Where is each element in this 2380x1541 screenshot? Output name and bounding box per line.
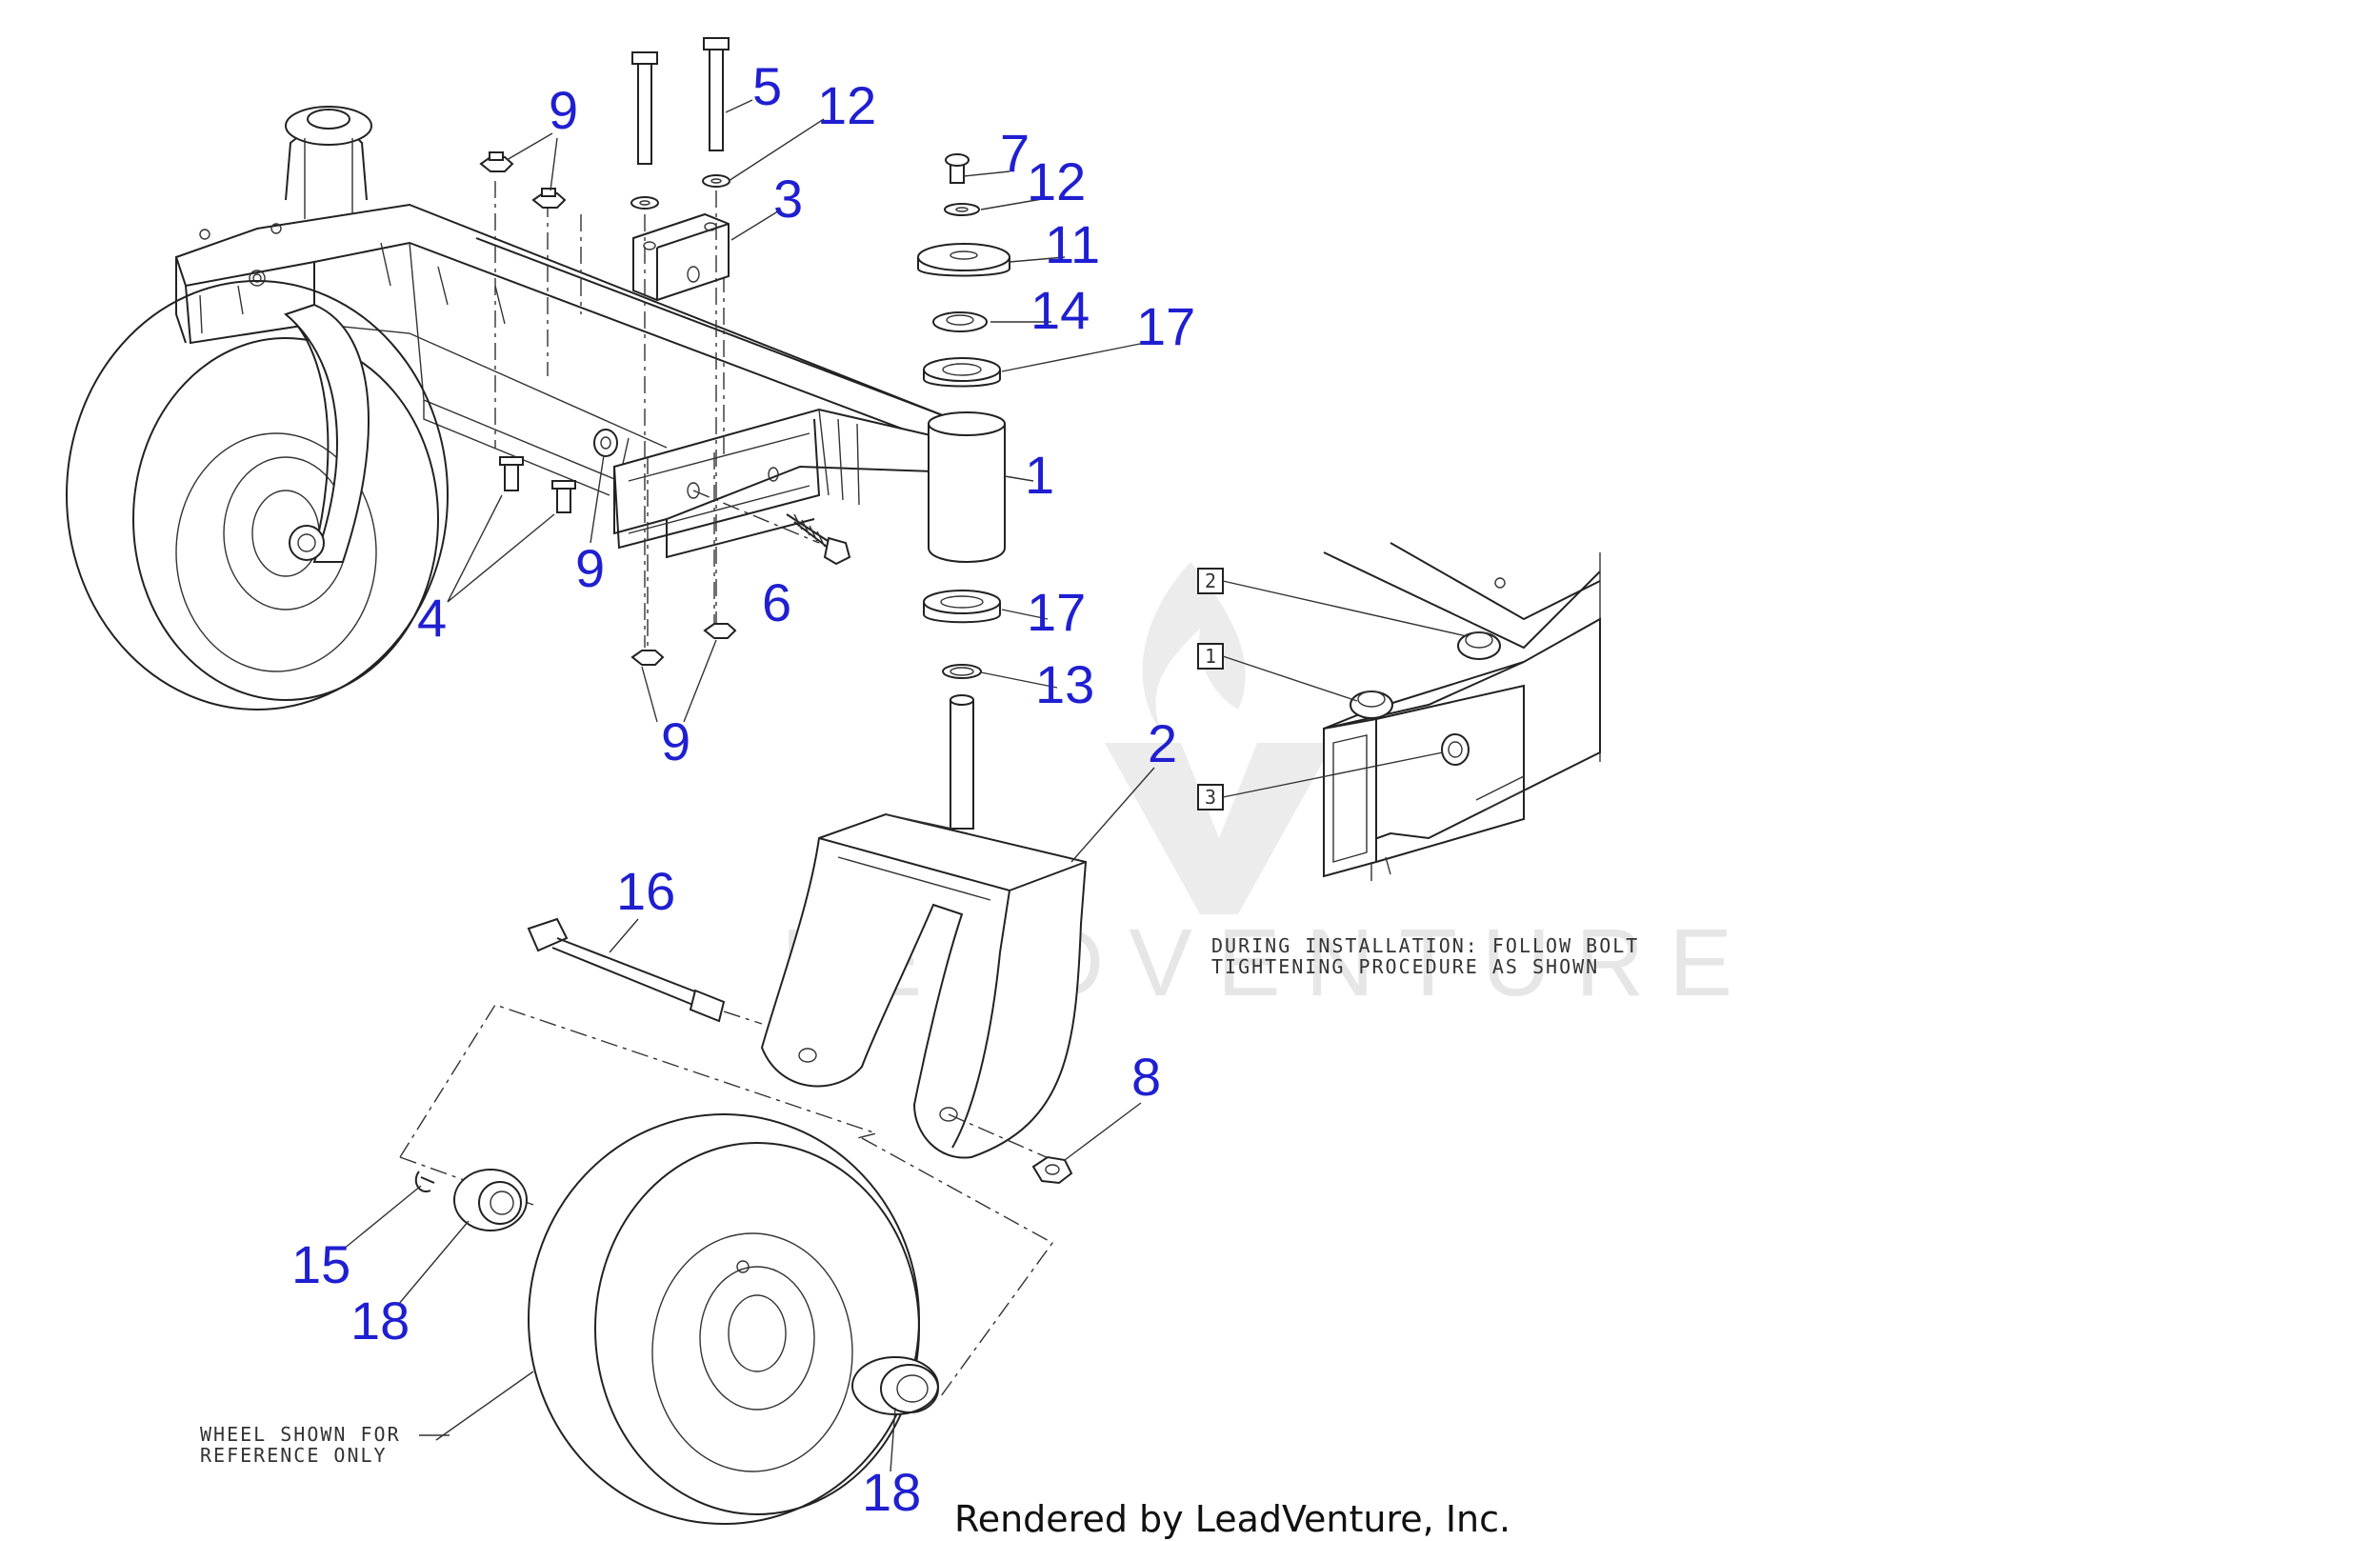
callout-12-right: 12 bbox=[1027, 151, 1086, 211]
mount-bracket bbox=[630, 37, 730, 648]
callout-7: 7 bbox=[1000, 123, 1030, 183]
notes: DURING INSTALLATION: FOLLOW BOLT TIGHTEN… bbox=[200, 934, 1639, 1467]
callout-18-left: 18 bbox=[350, 1291, 410, 1351]
flange-nut bbox=[1031, 1155, 1073, 1185]
hardware-small bbox=[479, 151, 851, 666]
callout-14: 14 bbox=[1030, 280, 1090, 340]
callout-11: 11 bbox=[1045, 214, 1100, 274]
installation-note-line1: DURING INSTALLATION: FOLLOW BOLT bbox=[1211, 934, 1639, 957]
front-caster-wheel bbox=[399, 1004, 1054, 1525]
callout-15: 15 bbox=[291, 1234, 350, 1294]
tightening-box-2 bbox=[1197, 568, 1224, 594]
callout-1: 1 bbox=[1025, 445, 1054, 505]
callout-9-mid: 9 bbox=[575, 538, 605, 598]
wheel-note-line1: WHEEL SHOWN FOR bbox=[200, 1423, 401, 1446]
callout-2: 2 bbox=[1148, 713, 1177, 773]
installation-note-line2: TIGHTENING PROCEDURE AS SHOWN bbox=[1211, 955, 1599, 978]
tightening-box-1-label: 1 bbox=[1205, 645, 1216, 668]
callout-4: 4 bbox=[417, 588, 447, 648]
callout-leaders bbox=[342, 99, 1155, 1472]
caster-fork bbox=[760, 694, 1088, 1163]
callout-8: 8 bbox=[1131, 1047, 1161, 1107]
callout-9-bottom: 9 bbox=[661, 711, 690, 771]
callout-9-top: 9 bbox=[549, 80, 578, 140]
callouts: 9 5 12 3 7 12 11 14 17 1 9 4 6 17 13 9 2… bbox=[291, 56, 1195, 1522]
pivot-arm bbox=[613, 243, 945, 657]
tightening-box-2-label: 2 bbox=[1205, 570, 1216, 592]
watermark-v-icon bbox=[1105, 743, 1333, 914]
wheel-note-line2: REFERENCE ONLY bbox=[200, 1444, 388, 1467]
callout-5: 5 bbox=[752, 56, 782, 116]
callout-6: 6 bbox=[762, 572, 791, 632]
callout-12-left: 12 bbox=[817, 75, 876, 135]
pivot-stack bbox=[917, 153, 1010, 679]
callout-18-bottom: 18 bbox=[862, 1462, 921, 1522]
rendered-by-footer: Rendered by LeadVenture, Inc. bbox=[954, 1498, 1510, 1540]
watermark-logo-icon bbox=[1142, 562, 1246, 733]
tightening-box-3-label: 3 bbox=[1205, 786, 1216, 809]
callout-13: 13 bbox=[1035, 654, 1094, 714]
callout-17-top: 17 bbox=[1136, 296, 1195, 356]
tightening-detail: 2 1 3 bbox=[1197, 542, 1601, 881]
axle-bolt bbox=[527, 917, 763, 1025]
callout-16: 16 bbox=[616, 861, 675, 921]
callout-17-bottom: 17 bbox=[1027, 582, 1086, 642]
callout-3: 3 bbox=[773, 169, 803, 229]
rear-caster-wheel bbox=[66, 280, 449, 710]
